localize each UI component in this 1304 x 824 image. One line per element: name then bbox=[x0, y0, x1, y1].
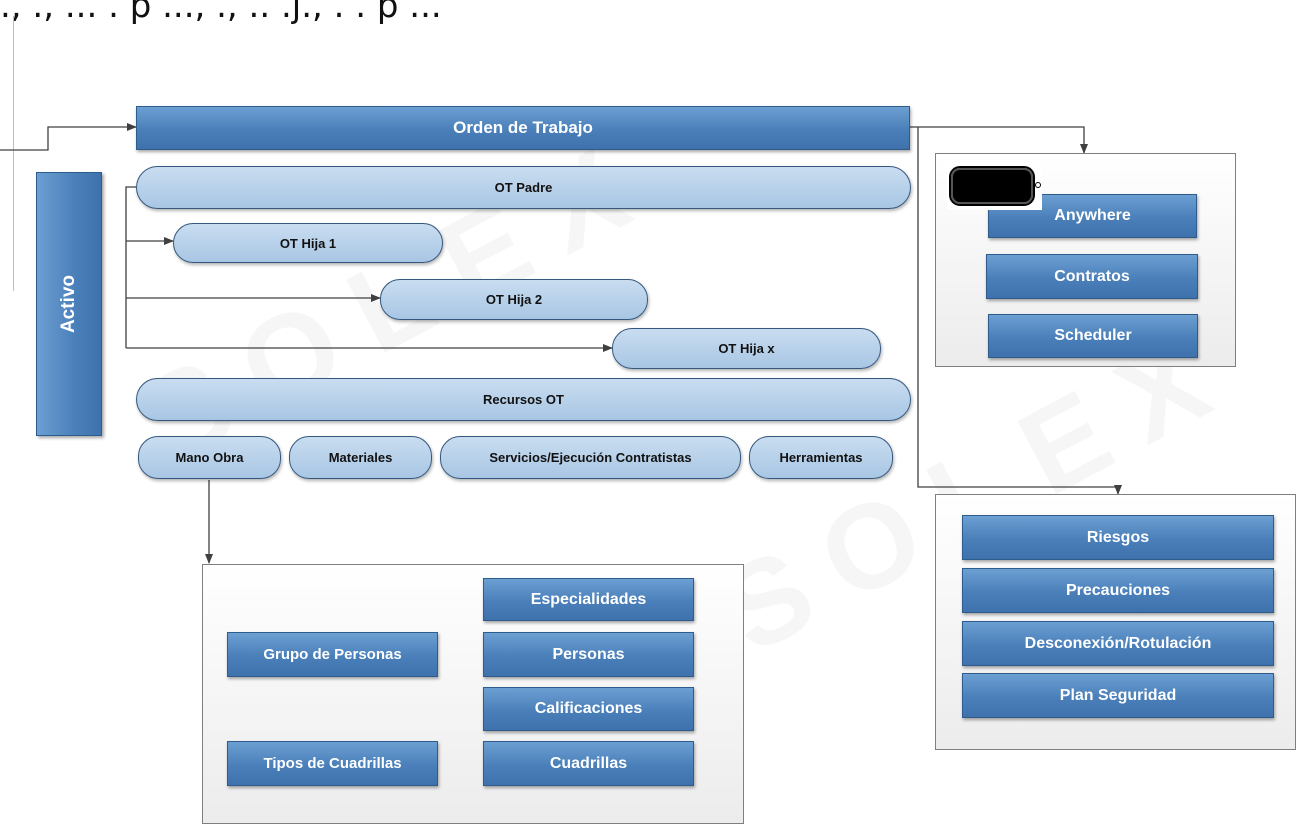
input-arrow bbox=[0, 123, 137, 151]
arrow-to-mobile-panel bbox=[910, 126, 1088, 154]
grupo-de-personas-box: Grupo de Personas bbox=[227, 632, 438, 677]
plan-seguridad-box: Plan Seguridad bbox=[962, 673, 1274, 718]
servicios-contratistas-pill: Servicios/Ejecución Contratistas bbox=[440, 436, 741, 479]
cuadrillas-box: Cuadrillas bbox=[483, 741, 694, 786]
phone-home-button bbox=[1035, 182, 1041, 188]
herramientas-pill: Herramientas bbox=[749, 436, 893, 479]
ot-hija-1-pill: OT Hija 1 bbox=[173, 223, 443, 263]
activo-box: Activo bbox=[36, 172, 102, 436]
orden-de-trabajo-box: Orden de Trabajo bbox=[136, 106, 910, 150]
recursos-ot-pill: Recursos OT bbox=[136, 378, 911, 421]
ot-hija-2-pill: OT Hija 2 bbox=[380, 279, 648, 320]
personas-box: Personas bbox=[483, 632, 694, 677]
tipos-de-cuadrillas-box: Tipos de Cuadrillas bbox=[227, 741, 438, 786]
cropped-header-text: ., ., ... . p ..., ., .. .j., . . p ... bbox=[0, 0, 442, 26]
contratos-box: Contratos bbox=[986, 254, 1198, 299]
riesgos-box: Riesgos bbox=[962, 515, 1274, 560]
materiales-pill: Materiales bbox=[289, 436, 432, 479]
desconexion-rotulacion-box: Desconexión/Rotulación bbox=[962, 621, 1274, 666]
ot-padre-pill: OT Padre bbox=[136, 166, 911, 209]
anywhere-box: Anywhere bbox=[988, 194, 1197, 238]
activo-label: Activo bbox=[58, 274, 79, 334]
mobile-phone-icon bbox=[947, 162, 1042, 210]
scheduler-box: Scheduler bbox=[988, 314, 1198, 358]
page-margin-rule bbox=[13, 16, 14, 291]
ot-padre-tree bbox=[125, 186, 136, 348]
arrow-to-safety-panel bbox=[917, 127, 1122, 495]
phone-screen bbox=[949, 166, 1035, 206]
mano-obra-pill: Mano Obra bbox=[138, 436, 281, 479]
ot-hija-x-pill: OT Hija x bbox=[612, 328, 881, 369]
calificaciones-box: Calificaciones bbox=[483, 687, 694, 731]
precauciones-box: Precauciones bbox=[962, 568, 1274, 613]
especialidades-box: Especialidades bbox=[483, 578, 694, 621]
